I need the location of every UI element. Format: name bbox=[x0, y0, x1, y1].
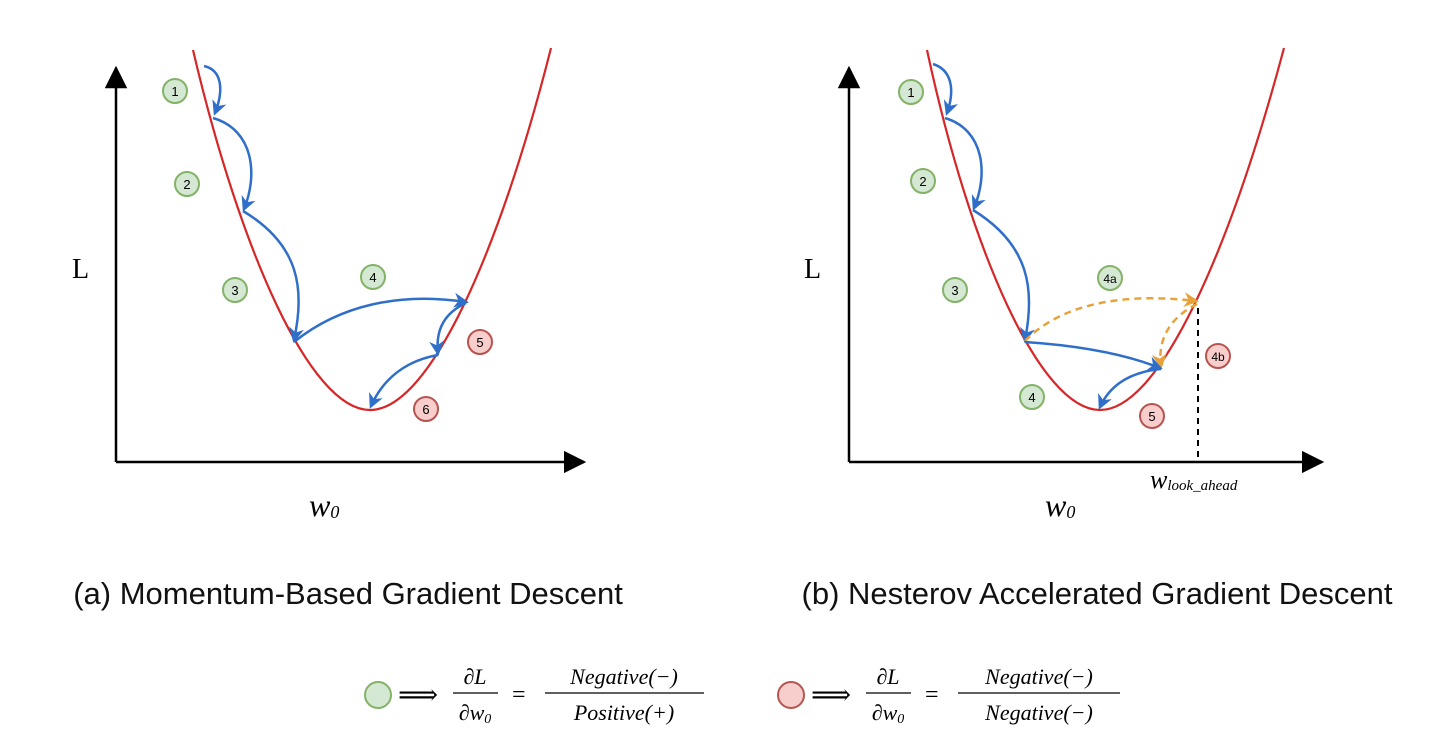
svg-text:5: 5 bbox=[476, 335, 483, 350]
panel-a: L w0 1 2 3 4 5 bbox=[72, 47, 623, 611]
badge: 4 bbox=[1019, 384, 1045, 410]
rhs-denominator: Negative(−) bbox=[984, 700, 1093, 725]
denominator: ∂w0 bbox=[459, 700, 492, 727]
caption-a: (a) Momentum-Based Gradient Descent bbox=[73, 576, 623, 611]
svg-text:2: 2 bbox=[919, 174, 926, 189]
step-arrow-6 bbox=[369, 353, 439, 409]
badge: 2 bbox=[174, 171, 200, 197]
loss-curve bbox=[191, 47, 553, 412]
step-arrow-4 bbox=[1024, 340, 1163, 371]
numerator: ∂L bbox=[876, 664, 899, 689]
badge: 6 bbox=[413, 396, 439, 422]
svg-text:5: 5 bbox=[1148, 409, 1155, 424]
legend-red-swatch bbox=[777, 681, 805, 709]
legend-green: ⟹ ∂L ∂w0 = Negative(−) Positive(+) bbox=[364, 664, 704, 727]
svg-text:4: 4 bbox=[369, 270, 376, 285]
look-ahead-arrow-4a bbox=[1024, 292, 1199, 342]
y-axis-label: L bbox=[72, 254, 89, 285]
svg-text:4a: 4a bbox=[1103, 272, 1117, 286]
legend-green-swatch bbox=[364, 681, 392, 709]
legend-red: ⟹ ∂L ∂w0 = Negative(−) Negative(−) bbox=[777, 664, 1120, 727]
badge: 3 bbox=[222, 277, 248, 303]
svg-text:2: 2 bbox=[183, 177, 190, 192]
x-axis-label: w0 bbox=[309, 487, 339, 523]
step-arrow-3 bbox=[972, 208, 1035, 343]
svg-text:3: 3 bbox=[231, 283, 238, 298]
denominator: ∂w0 bbox=[872, 700, 905, 727]
panel-b: L w0 wlook_ahead 1 2 3 4a bbox=[802, 47, 1393, 611]
implies-arrow: ⟹ bbox=[398, 680, 438, 711]
numerator: ∂L bbox=[463, 664, 486, 689]
caption-b: (b) Nesterov Accelerated Gradient Descen… bbox=[802, 576, 1393, 611]
badge: 4b bbox=[1205, 343, 1231, 369]
svg-text:1: 1 bbox=[907, 85, 914, 100]
equals-sign: = bbox=[512, 682, 526, 708]
badge: 1 bbox=[162, 78, 188, 104]
equals-sign: = bbox=[925, 682, 939, 708]
x-axis-label: w0 bbox=[1045, 487, 1075, 523]
step-arrow-2 bbox=[212, 116, 256, 212]
rhs-denominator: Positive(+) bbox=[573, 700, 674, 725]
badge: 2 bbox=[910, 168, 936, 194]
look-ahead-label: wlook_ahead bbox=[1150, 465, 1238, 494]
svg-text:4: 4 bbox=[1028, 390, 1035, 405]
badge: 4a bbox=[1097, 265, 1123, 291]
legend: ⟹ ∂L ∂w0 = Negative(−) Positive(+) ⟹ ∂L … bbox=[364, 664, 1120, 727]
step-arrow-2 bbox=[944, 116, 986, 211]
badge: 5 bbox=[467, 329, 493, 355]
rhs-numerator: Negative(−) bbox=[984, 664, 1093, 689]
step-arrow-4 bbox=[293, 292, 469, 343]
step-arrow-5 bbox=[1098, 367, 1162, 410]
implies-arrow: ⟹ bbox=[811, 680, 851, 711]
step-arrow-3 bbox=[242, 209, 304, 343]
badge: 5 bbox=[1139, 403, 1165, 429]
badge: 4 bbox=[360, 264, 386, 290]
svg-text:3: 3 bbox=[951, 283, 958, 298]
step-arrow-1 bbox=[932, 62, 959, 116]
step-arrow-1 bbox=[203, 64, 227, 116]
svg-text:1: 1 bbox=[171, 84, 178, 99]
svg-text:4b: 4b bbox=[1211, 350, 1225, 364]
step-arrow-5 bbox=[429, 301, 467, 356]
badge: 3 bbox=[942, 277, 968, 303]
badge: 1 bbox=[898, 79, 924, 105]
y-axis-label: L bbox=[804, 254, 821, 285]
loss-curve bbox=[925, 47, 1286, 412]
rhs-numerator: Negative(−) bbox=[569, 664, 678, 689]
svg-text:6: 6 bbox=[422, 402, 429, 417]
